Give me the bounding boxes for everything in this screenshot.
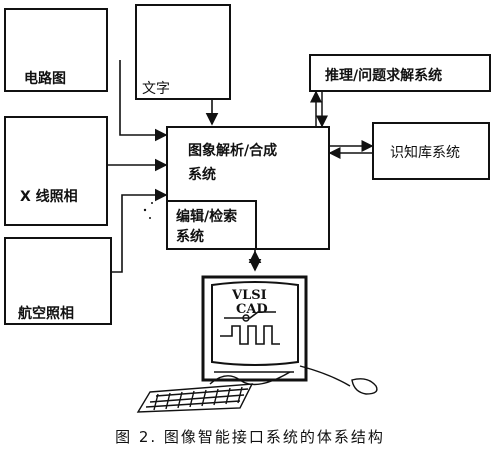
figure-caption: 图 2. 图像智能接口系统的体系结构: [115, 428, 385, 446]
xray-photo-box: X 线照相: [4, 116, 108, 226]
text-document-box: 文字: [135, 4, 231, 100]
arrow-circuit-to-core: [119, 60, 168, 142]
xray-photo-label: X 线照相: [20, 189, 78, 205]
edit-retrieval-label-line2: 系统: [176, 229, 204, 245]
reasoning-problem-solving-label: 推理/问题求解系统: [325, 68, 443, 84]
keyboard-drawing: [136, 371, 291, 413]
knowledge-base-box: 识知库系统: [372, 122, 490, 180]
knowledge-base-label: 识知库系统: [390, 145, 460, 161]
terminal-cad-label: CAD: [236, 302, 268, 317]
edit-retrieval-box: 编辑/检索 系统: [166, 200, 257, 250]
image-analysis-label-line1: 图象解析/合成: [188, 143, 278, 159]
arrow-aerial-to-core: [112, 188, 168, 273]
aerial-photo-box: 航空照相: [4, 237, 112, 325]
edit-retrieval-label-line1: 编辑/检索: [176, 209, 238, 225]
circuit-diagram-label: 电路图: [24, 71, 66, 87]
mouse-drawing: [299, 365, 378, 395]
text-document-label: 文字: [142, 81, 170, 97]
monitor-drawing: [201, 275, 308, 382]
reasoning-problem-solving-box: 推理/问题求解系统: [309, 54, 491, 92]
circuit-diagram-box: 电路图: [4, 8, 108, 92]
image-analysis-label-line2: 系统: [188, 167, 216, 183]
aerial-photo-label: 航空照相: [18, 306, 74, 322]
terminal-vlsi-label: VLSI: [232, 288, 267, 303]
